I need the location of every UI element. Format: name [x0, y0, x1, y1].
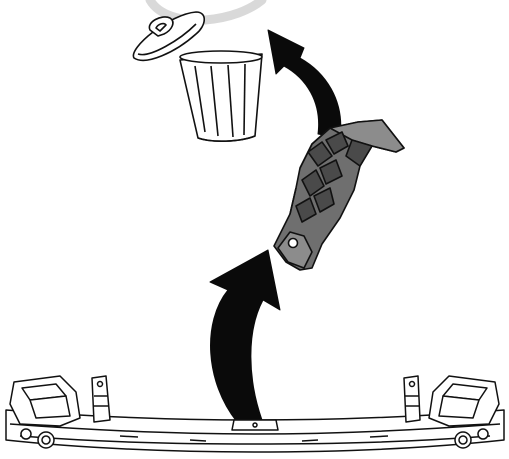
removal-arrow-icon — [210, 250, 280, 422]
mounting-bracket — [274, 120, 404, 270]
trash-can-icon — [133, 12, 262, 141]
discard-arrow-icon — [268, 30, 341, 138]
